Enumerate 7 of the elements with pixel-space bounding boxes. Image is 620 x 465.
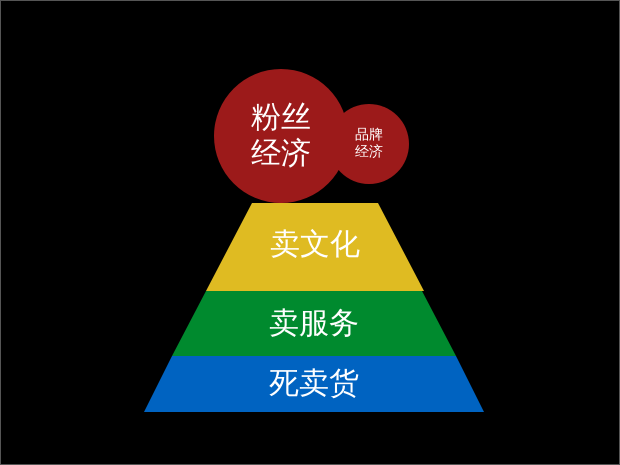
tier-label: 卖文化 <box>270 227 360 263</box>
tier-label: 死卖货 <box>269 366 359 402</box>
pyramid-tier <box>144 356 484 412</box>
pyramid-tier <box>206 203 424 291</box>
tier-label: 卖服务 <box>269 306 359 342</box>
tier-label: 品牌经济 <box>355 127 383 161</box>
tier-label: 粉丝经济 <box>251 100 311 172</box>
